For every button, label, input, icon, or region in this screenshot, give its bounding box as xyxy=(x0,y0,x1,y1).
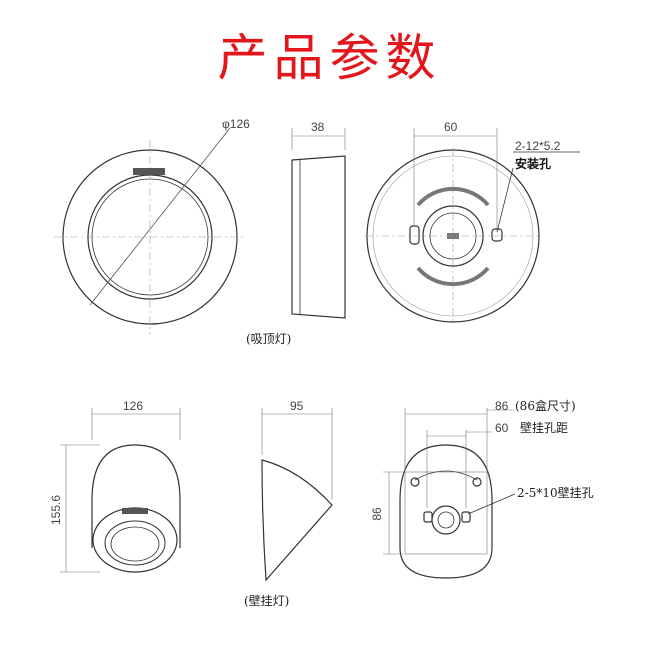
wall-width-label: 126 xyxy=(123,399,143,413)
wall-hole-spacing-caption: 壁挂孔距 xyxy=(520,420,568,435)
wall-box-height-label: 86 xyxy=(370,507,384,521)
wall-depth-label: 95 xyxy=(290,399,304,413)
wall-hole-spacing-label: 60 xyxy=(495,421,509,435)
wall-box-note: (86盒尺寸) xyxy=(515,398,576,413)
wall-box-width-label: 86 xyxy=(495,399,509,413)
ceiling-hole-spec-label: 2-12*5.2 xyxy=(515,139,561,153)
wall-height-label: 155.6 xyxy=(49,495,63,525)
ceiling-side-view xyxy=(291,128,346,319)
wall-hole-spec-label: 2-5*10壁挂孔 xyxy=(517,485,594,500)
wall-brand-logo-icon xyxy=(122,508,148,514)
page-title: 产品参数 xyxy=(217,29,442,87)
wall-back-view xyxy=(383,408,516,579)
ceiling-front-view xyxy=(54,127,246,334)
ceiling-diameter-label: φ126 xyxy=(222,117,250,131)
ceiling-depth-label: 38 xyxy=(311,120,325,134)
wall-side-view xyxy=(261,408,333,582)
ceiling-mount-spacing-label: 60 xyxy=(444,120,458,134)
ceiling-caption: (吸顶灯) xyxy=(246,332,291,346)
ceiling-back-view xyxy=(365,128,580,324)
wall-caption: (壁挂灯) xyxy=(244,593,289,608)
brand-logo-icon xyxy=(133,168,165,175)
wall-front-view xyxy=(60,408,181,573)
ceiling-hole-label: 安装孔 xyxy=(515,156,551,171)
